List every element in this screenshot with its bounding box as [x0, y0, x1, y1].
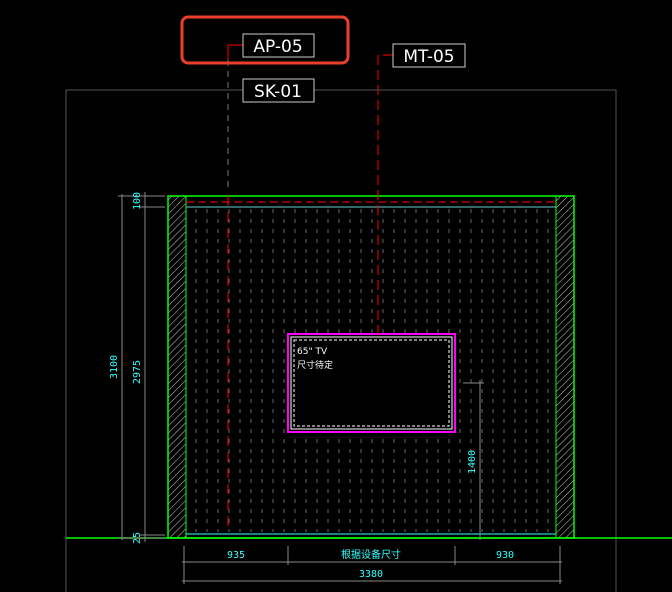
- dim-left-width: 935: [227, 550, 245, 561]
- tag-sk-01-label: SK-01: [254, 82, 302, 102]
- mt-leader: [377, 54, 393, 340]
- tv-note-label: 尺寸待定: [297, 359, 333, 371]
- tag-ap-05-label: AP-05: [253, 37, 302, 57]
- dim-middle: 2975: [132, 360, 143, 384]
- dim-total-height: 3100: [109, 355, 120, 379]
- dim-top: 100: [132, 192, 143, 210]
- dim-bottom: 25: [132, 532, 143, 544]
- dim-right-width: 930: [496, 550, 514, 561]
- dim-tv-height: 1400: [467, 450, 478, 474]
- tag-mt-05-label: MT-05: [403, 47, 454, 67]
- tv-screen: [293, 339, 450, 427]
- dim-center-width: 根据设备尺寸: [341, 548, 401, 561]
- tag-leaders: [227, 44, 243, 91]
- tag-sk-01[interactable]: SK-01: [242, 78, 315, 103]
- highlight-box: [180, 15, 350, 65]
- vertical-dimension-lines: [118, 192, 484, 542]
- tag-ap-05[interactable]: AP-05: [242, 33, 315, 58]
- tv-outline: [290, 336, 453, 430]
- left-wall-hatch: [167, 195, 187, 539]
- tv-size-label: 65" TV: [297, 347, 328, 357]
- dim-total-width: 3380: [359, 569, 383, 580]
- tv-frame[interactable]: [287, 333, 456, 433]
- horizontal-dimension-lines: [182, 546, 562, 584]
- right-wall-hatch: [555, 195, 575, 539]
- tag-mt-05[interactable]: MT-05: [392, 43, 466, 68]
